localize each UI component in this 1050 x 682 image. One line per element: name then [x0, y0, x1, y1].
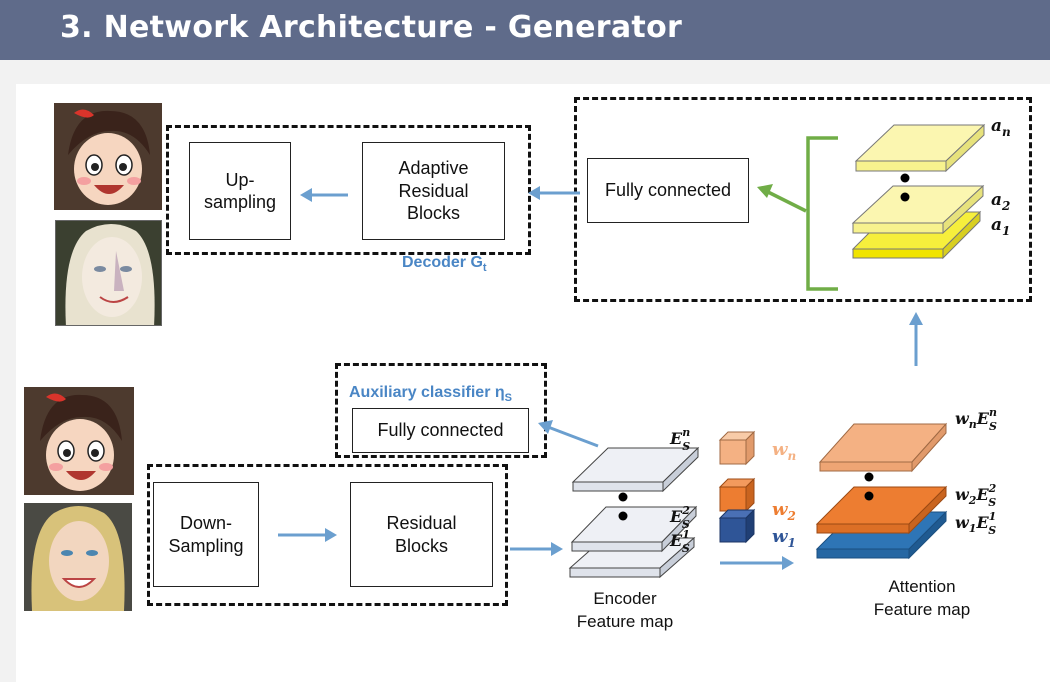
attention-map-wnen	[818, 422, 948, 473]
arrowhead-residual-to-encoder-map	[551, 542, 563, 556]
green-bracket	[806, 136, 838, 291]
adaptive-residual-blocks: Adaptive Residual Blocks	[362, 142, 505, 240]
label-weight-w1: w1	[772, 526, 796, 550]
anime-girl-portrait-top	[54, 103, 162, 210]
weight-cube-w2	[718, 477, 756, 513]
green-arrow	[767, 190, 807, 213]
encoder-map-en	[571, 446, 700, 493]
photo-portrait-bottom	[24, 503, 132, 611]
ellipsis-dot-attention-head-2	[900, 192, 910, 202]
ellipsis-dot-attention-head-1	[900, 173, 910, 183]
weight-cube-wn	[718, 430, 756, 466]
attention-map-w2e2	[815, 485, 948, 535]
arrowhead-weights-to-attention-map	[782, 556, 794, 570]
upsampling-block: Up- sampling	[189, 142, 291, 240]
label-a-1: a1	[991, 215, 1010, 238]
slide-title: 3. Network Architecture - Generator	[60, 10, 683, 45]
attention-layer-a2	[851, 184, 985, 235]
ellipsis-dot-encoder-1	[618, 492, 628, 502]
weight-cube-w1	[718, 508, 756, 544]
fully-connected-auxiliary-block: Fully connected	[352, 408, 529, 453]
auxiliary-classifier-group	[335, 363, 547, 458]
ellipsis-dot-attention-map-2	[864, 491, 874, 501]
decoder-group	[166, 125, 531, 255]
downsampling-block: Down- Sampling	[153, 482, 259, 587]
auxiliary-classifier-caption: Auxiliary classifier ηS	[349, 384, 512, 405]
green-arrowhead	[757, 184, 773, 198]
encoder-map-e2	[570, 505, 698, 553]
arrowhead-fc-to-decoder	[528, 186, 540, 200]
arrowhead-encoder-to-auxiliary	[538, 420, 553, 434]
arrowhead-down-to-residual	[325, 528, 337, 542]
photo-portrait-top	[55, 220, 162, 326]
label-weight-wn: wn	[772, 439, 796, 463]
attention-layer-an	[854, 123, 986, 173]
fully-connected-decoder-block: Fully connected	[587, 158, 749, 223]
arrowhead-attention-map-up	[909, 312, 923, 325]
label-weight-w2: w2	[772, 499, 796, 523]
residual-blocks: Residual Blocks	[350, 482, 493, 587]
decoder-caption: Decoder Gt	[402, 254, 487, 275]
encoder-group	[147, 464, 508, 606]
attention-head-group	[574, 97, 1032, 302]
arrowhead-adaptive-to-upsampling	[300, 188, 312, 202]
ellipsis-dot-encoder-2	[618, 511, 628, 521]
label-a-n: an	[991, 116, 1011, 139]
ellipsis-dot-attention-map-1	[864, 472, 874, 482]
arrow-encoder-to-auxiliary	[547, 425, 599, 448]
encoder-feature-map-caption: Encoder Feature map	[576, 589, 674, 631]
title-banner: 3. Network Architecture - Generator	[0, 0, 1050, 60]
anime-girl-portrait-bottom	[24, 387, 134, 495]
label-a-2: a2	[991, 190, 1010, 213]
attention-feature-map-caption: Attention Feature map	[873, 577, 971, 619]
